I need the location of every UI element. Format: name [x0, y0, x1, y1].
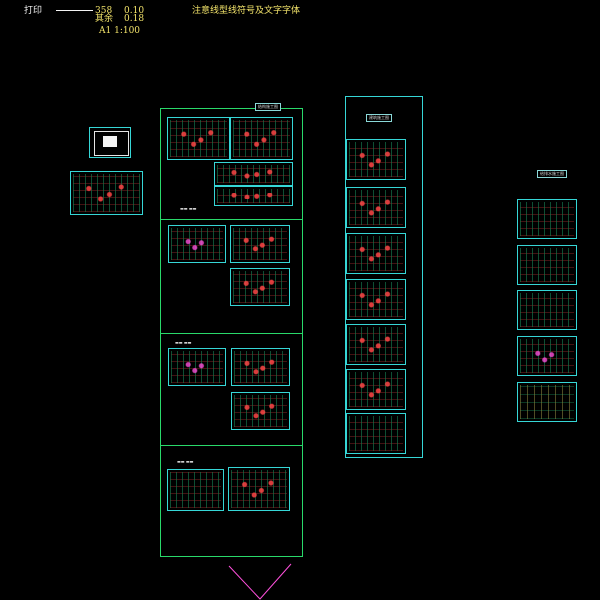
group1-title-label: 结构施工图	[255, 103, 281, 111]
cover-sheet-border	[94, 131, 129, 156]
section2-plan-sheet[interactable]	[168, 225, 226, 263]
middle-sheet-3[interactable]	[346, 233, 406, 274]
section3-detail-sheet-a[interactable]	[231, 348, 290, 386]
section1-small-sheet-b[interactable]	[214, 186, 293, 206]
main-drawing-frame[interactable]	[160, 108, 303, 557]
remaining-value: 0.18	[124, 14, 145, 24]
section2-detail-sheet-b[interactable]	[230, 268, 290, 306]
section2-detail-sheet-a[interactable]	[230, 225, 290, 263]
notice-text: 注意线型线符号及文字字体	[192, 6, 301, 16]
right-sheet-1[interactable]	[517, 199, 577, 239]
print-value-2: 0.10	[124, 6, 145, 16]
right-sheet-4[interactable]	[517, 336, 577, 376]
section4-detail-sheet[interactable]	[228, 467, 290, 511]
frame-divider-3	[160, 445, 303, 446]
middle-sheet-5[interactable]	[346, 324, 406, 365]
middle-sheet-4[interactable]	[346, 279, 406, 320]
middle-drawing-frame[interactable]	[345, 96, 423, 458]
index-sheet[interactable]	[70, 171, 143, 215]
group3-title-label: 给排水施工图	[537, 170, 567, 178]
cover-sheet-text-block	[103, 136, 117, 147]
print-label: 打印	[24, 6, 43, 16]
dimension-line	[56, 10, 93, 11]
middle-sheet-7[interactable]	[346, 413, 406, 454]
section1-caption: ▬▬ ▬▬	[180, 206, 197, 211]
frame-divider-1	[160, 219, 303, 220]
section3-detail-sheet-b[interactable]	[231, 392, 290, 430]
middle-sheet-6[interactable]	[346, 369, 406, 410]
print-value-1: 358	[95, 6, 113, 16]
scale-text: A1 1:100	[99, 26, 141, 36]
right-sheet-3[interactable]	[517, 290, 577, 330]
section1-small-sheet-a[interactable]	[214, 162, 293, 186]
frame-divider-2	[160, 333, 303, 334]
right-sheet-2[interactable]	[517, 245, 577, 285]
group2-title-label: 建筑施工图	[366, 114, 392, 122]
cover-sheet-frame[interactable]	[89, 127, 131, 158]
ucs-marker-icon	[228, 563, 292, 600]
section4-plan-sheet[interactable]	[167, 469, 224, 511]
right-sheet-5[interactable]	[517, 382, 577, 422]
remaining-label: 其余	[95, 14, 114, 24]
section1-plan-sheet[interactable]	[167, 117, 230, 160]
section4-caption: ▬▬ ▬▬	[177, 459, 194, 464]
middle-sheet-1[interactable]	[346, 139, 406, 180]
section1-detail-sheet[interactable]	[230, 117, 293, 160]
section3-caption: ▬▬ ▬▬	[175, 340, 192, 345]
section3-plan-sheet[interactable]	[168, 348, 226, 386]
middle-sheet-2[interactable]	[346, 187, 406, 228]
